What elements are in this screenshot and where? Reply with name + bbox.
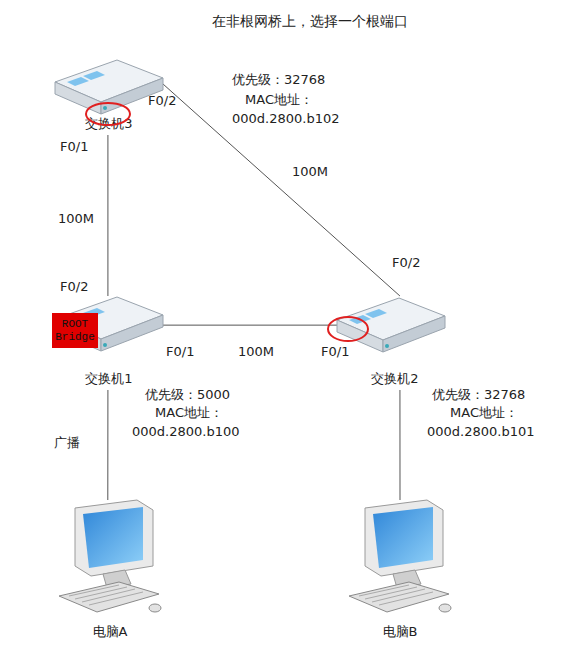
diagram-title: 在非根网桥上，选择一个根端口	[180, 13, 440, 31]
root-tag: ROOT Bridge	[52, 313, 98, 348]
computer-icon	[349, 500, 451, 612]
device-name: 交换机1	[55, 371, 163, 387]
highlight-circle	[328, 317, 368, 341]
network-link	[399, 390, 400, 500]
switch-info: 优先级：32768	[232, 72, 325, 88]
port-label: F0/2	[392, 255, 420, 271]
switch-node: ROOT Bridge 交换机1	[55, 296, 163, 390]
device-name: 交换机2	[340, 371, 450, 387]
computer-node: 电脑A	[55, 500, 165, 640]
port-label: F0/2	[60, 279, 88, 295]
network-link	[163, 84, 400, 296]
link-label: 100M	[238, 344, 274, 360]
port-label: F0/1	[60, 139, 88, 155]
computer-node: 电脑B	[345, 500, 455, 640]
switch-node: 交换机2	[340, 296, 450, 390]
network-link	[107, 135, 108, 296]
switch-info: MAC地址：	[450, 405, 518, 421]
link-label: 100M	[292, 164, 328, 180]
link-label: 广播	[54, 435, 80, 451]
switch-info: 000d.2800.b101	[427, 424, 534, 440]
switch-icon	[55, 60, 163, 114]
highlight-circle	[86, 103, 130, 125]
port-label: F0/2	[148, 93, 176, 109]
switch-info: MAC地址：	[155, 405, 223, 421]
port-label: F0/1	[166, 344, 194, 360]
switch-info: 000d.2800.b102	[232, 111, 339, 127]
switch-info: 000d.2800.b100	[132, 424, 239, 440]
root-bridge-tag: ROOT Bridge	[52, 318, 98, 344]
device-name: 电脑A	[55, 624, 165, 640]
switch-info: 优先级：32768	[432, 387, 525, 403]
switch-icon	[337, 298, 445, 352]
device-name: 电脑B	[345, 624, 455, 640]
device-name: 交换机3	[55, 116, 163, 132]
computer-icon	[59, 500, 161, 612]
switch-info: 优先级：5000	[145, 387, 230, 403]
network-link	[163, 325, 340, 326]
switch-info: MAC地址：	[245, 92, 313, 108]
network-link	[107, 390, 108, 500]
link-label: 100M	[58, 211, 94, 227]
port-label: F0/1	[321, 344, 349, 360]
switch-node: 交换机3	[55, 60, 163, 135]
